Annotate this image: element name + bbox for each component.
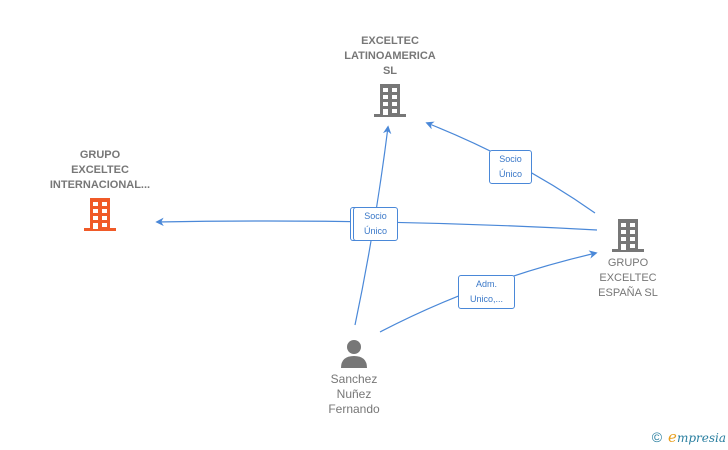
footer-branding: © empresia bbox=[652, 428, 726, 446]
copyright-icon: © bbox=[651, 429, 663, 445]
node-label: GRUPO EXCELTEC INTERNACIONAL... bbox=[49, 149, 151, 191]
node-label: Sanchez Nuñez Fernando bbox=[328, 372, 380, 416]
node-grupo-exceltec-internacional[interactable]: GRUPO EXCELTEC INTERNACIONAL... bbox=[30, 148, 170, 233]
empresia-logo: empresia bbox=[668, 428, 726, 446]
node-label: GRUPO EXCELTEC ESPAÑA SL bbox=[598, 257, 658, 299]
edge-label-socio-unico-center[interactable]: Socio Único bbox=[353, 207, 398, 241]
edge-label-socio-unico-right[interactable]: Socio Único bbox=[489, 150, 532, 184]
node-label: EXCELTEC LATINOAMERICA SL bbox=[344, 35, 436, 77]
building-icon bbox=[612, 219, 644, 252]
node-exceltec-latinoamerica[interactable]: EXCELTEC LATINOAMERICA SL bbox=[325, 34, 455, 119]
person-icon bbox=[341, 340, 367, 368]
edge-label-adm-unico[interactable]: Adm. Unico,... bbox=[458, 275, 515, 309]
building-icon bbox=[374, 84, 406, 117]
node-person-sanchez-nunez-fernando[interactable]: Sanchez Nuñez Fernando bbox=[304, 338, 404, 417]
building-icon bbox=[84, 198, 116, 231]
node-grupo-exceltec-espana[interactable]: GRUPO EXCELTEC ESPAÑA SL bbox=[578, 218, 678, 301]
